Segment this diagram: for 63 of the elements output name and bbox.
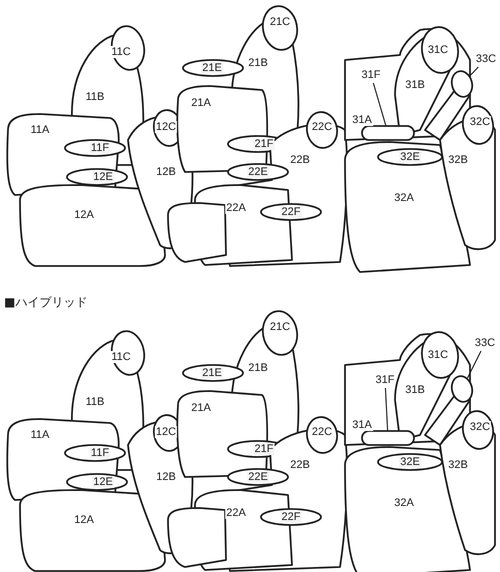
part-label: 31C	[426, 44, 450, 56]
part-label: 32B	[447, 459, 469, 471]
part-label: 12E	[92, 171, 114, 183]
part-label: 22A	[225, 202, 247, 214]
part-label: 31C	[426, 349, 450, 361]
part-label: 31F	[372, 373, 398, 387]
part-label: 12A	[73, 209, 95, 221]
part-label: 22E	[247, 166, 269, 178]
part-label: 22C	[310, 121, 334, 133]
part-label: 31F	[358, 68, 384, 82]
headrest-part	[450, 375, 474, 403]
part-label: 12C	[154, 426, 178, 438]
part-label: 21C	[268, 16, 292, 28]
part-label: 21E	[201, 367, 223, 379]
part-label: 31A	[351, 419, 373, 431]
part-label: 32A	[393, 192, 415, 204]
part-label: 21F	[254, 138, 274, 150]
part-label: 22F	[280, 511, 302, 523]
part-label: 11A	[30, 429, 50, 441]
part-label: 12A	[73, 514, 95, 526]
part-label: 22A	[225, 507, 247, 519]
part-label: 11F	[90, 447, 110, 459]
part-label: 12E	[92, 476, 114, 488]
part-label: 32E	[399, 151, 421, 163]
leader-line	[469, 66, 479, 76]
part-label: 11A	[30, 124, 50, 136]
part-label: 11C	[110, 46, 132, 58]
leader-line	[466, 350, 482, 378]
headrest-part	[450, 70, 474, 98]
part-label: 21E	[201, 62, 223, 74]
armrest-part	[361, 430, 415, 446]
part-label: 32A	[393, 497, 415, 509]
part-label: 32C	[468, 116, 492, 128]
leader-line	[372, 82, 386, 126]
part-label: 21C	[268, 321, 292, 333]
part-label: 31A	[351, 114, 373, 126]
part-label: 33C	[473, 52, 499, 66]
part-label: 21A	[190, 402, 212, 414]
section-heading: ■ハイブリッド	[3, 294, 88, 311]
part-label: 12B	[155, 471, 177, 483]
part-label: 11C	[110, 351, 132, 363]
part-label: 12C	[154, 121, 178, 133]
part-label: 31B	[404, 384, 426, 396]
part-label: 11B	[84, 91, 106, 103]
part-label: 33C	[472, 336, 498, 350]
part-label: 21A	[190, 97, 212, 109]
part-label: 22B	[289, 154, 311, 166]
part-label: 31B	[404, 79, 426, 91]
part-label: 11F	[90, 142, 110, 154]
part-label: 32B	[447, 154, 469, 166]
part-label: 22F	[280, 206, 302, 218]
part-label: 21B	[247, 57, 269, 69]
part-label: 11B	[84, 396, 106, 408]
part-label: 32E	[399, 456, 421, 468]
part-label: 22B	[289, 459, 311, 471]
part-label: 22E	[247, 471, 269, 483]
part-label: 32C	[468, 421, 492, 433]
part-label: 21B	[247, 362, 269, 374]
part-label: 21F	[254, 443, 274, 455]
armrest-part	[361, 125, 415, 141]
leader-line	[384, 388, 388, 432]
part-label: 22C	[310, 426, 334, 438]
part-label: 12B	[155, 166, 177, 178]
